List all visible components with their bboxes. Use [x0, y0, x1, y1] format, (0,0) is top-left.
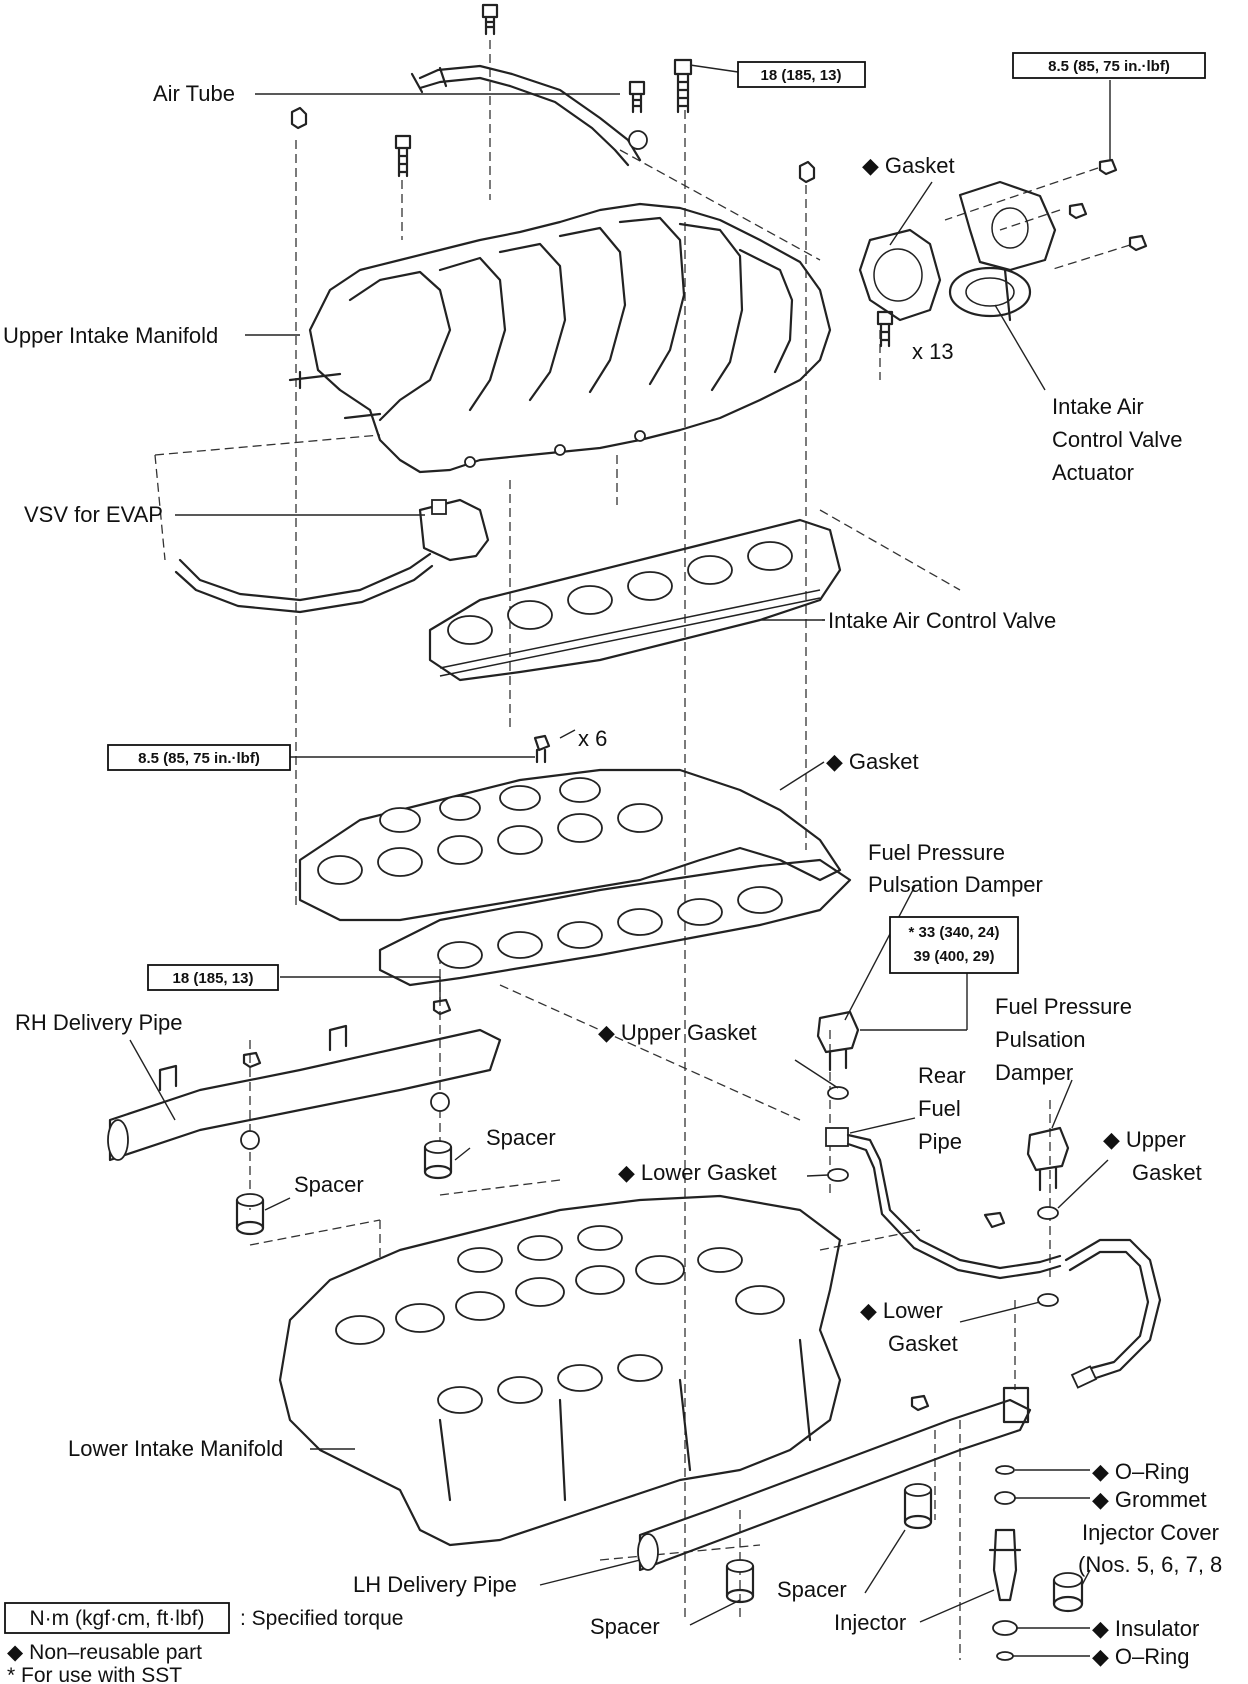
label-spacer-c: Spacer — [777, 1577, 847, 1602]
injector-part — [988, 1528, 1022, 1602]
spacer-rh-b — [235, 1193, 265, 1236]
label-lower-gasket-right-line1: ◆Lower — [860, 1298, 943, 1323]
labels: Air Tube Upper Intake Manifold VSV for E… — [3, 81, 1222, 1669]
label-iacv-actuator-line2: Control Valve — [1052, 427, 1182, 452]
lh-delivery-pipe — [637, 1386, 1032, 1572]
label-lower-intake-manifold: Lower Intake Manifold — [68, 1436, 283, 1461]
torque-box-mid-left: 8.5 (85, 75 in.·lbf) — [107, 744, 291, 771]
label-upper-gasket-left: ◆Upper Gasket — [598, 1020, 757, 1045]
lower-intake-manifold — [278, 1194, 842, 1547]
label-fpd-right-line2: Pulsation — [995, 1027, 1086, 1052]
label-iacv-actuator-line3: Actuator — [1052, 460, 1134, 485]
label-o-ring-bottom: ◆O–Ring — [1092, 1644, 1190, 1669]
alignment-lines — [154, 40, 1131, 1660]
torque-value: 18 (185, 13) — [761, 67, 842, 84]
vsv-for-evap — [174, 498, 490, 614]
torque-box-rh-pipe: 18 (185, 13) — [147, 964, 279, 991]
label-fpd-left-line1: Fuel Pressure — [868, 840, 1005, 865]
injector-cover-part — [1052, 1572, 1084, 1613]
actuator-gasket — [858, 228, 942, 322]
legend-torque-desc: : Specified torque — [240, 1607, 403, 1630]
rh-delivery-pipe — [107, 998, 502, 1162]
rear-fuel-pipe — [825, 1127, 1062, 1280]
leader-lines — [129, 64, 1111, 1657]
label-x6: x 6 — [578, 726, 607, 751]
spacer-lh-c — [725, 1559, 755, 1604]
label-rear-fuel-pipe-line1: Rear — [918, 1063, 966, 1088]
top-bolt — [481, 3, 499, 36]
intake-gasket-lower — [378, 858, 852, 987]
label-lower-gasket-left: ◆Lower Gasket — [618, 1160, 777, 1185]
manifold-stud-bolt — [673, 58, 693, 114]
left-bolt-top — [394, 134, 412, 178]
label-x13: x 13 — [912, 339, 954, 364]
air-tube-bolt — [628, 80, 646, 114]
label-spacer-a: Spacer — [486, 1125, 556, 1150]
label-rh-delivery-pipe: RH Delivery Pipe — [15, 1010, 183, 1035]
insulator-part — [992, 1620, 1018, 1636]
torque-value-line2: 39 (400, 29) — [914, 948, 995, 965]
torque-box-top-right: 8.5 (85, 75 in.·lbf) — [1012, 52, 1206, 79]
right-nut-top — [798, 160, 816, 184]
fuel-pressure-pulsation-damper-right — [1026, 1126, 1162, 1389]
label-vsv-for-evap: VSV for EVAP — [24, 502, 163, 527]
air-tube — [410, 64, 648, 167]
label-upper-intake-manifold: Upper Intake Manifold — [3, 323, 218, 348]
label-fpd-right-line3: Damper — [995, 1060, 1073, 1085]
fuel-pressure-pulsation-damper-left — [816, 1010, 860, 1100]
label-upper-gasket-right-line2: Gasket — [1132, 1160, 1202, 1185]
label-iacv-actuator-line1: Intake Air — [1052, 394, 1144, 419]
torque-box-top-mid: 18 (185, 13) — [737, 61, 866, 88]
torque-value: 8.5 (85, 75 in.·lbf) — [1048, 58, 1170, 75]
label-rear-fuel-pipe-line2: Fuel — [918, 1096, 961, 1121]
label-intake-air-control-valve: Intake Air Control Valve — [828, 608, 1056, 633]
label-spacer-b: Spacer — [294, 1172, 364, 1197]
label-spacer-d: Spacer — [590, 1614, 660, 1639]
label-lower-gasket-right-line2: Gasket — [888, 1331, 958, 1356]
intake-gasket-upper — [298, 768, 842, 922]
left-nut-top — [290, 106, 308, 130]
legend-torque-box — [4, 1602, 230, 1634]
spacer-rh-a — [423, 1140, 453, 1180]
label-injector-cover-line2: (Nos. 5, 6, 7, 8 — [1078, 1552, 1222, 1577]
torque-value: 18 (185, 13) — [173, 970, 254, 987]
x13-bolt — [876, 310, 894, 348]
x6-bolt — [533, 734, 551, 764]
legend-non-reusable: ◆Non–reusable part — [7, 1641, 202, 1664]
label-rear-fuel-pipe-line3: Pipe — [918, 1129, 962, 1154]
label-upper-gasket-right-line1: ◆Upper — [1103, 1127, 1186, 1152]
label-grommet: ◆Grommet — [1092, 1487, 1207, 1512]
label-insulator: ◆Insulator — [1092, 1616, 1199, 1641]
label-o-ring-top: ◆O–Ring — [1092, 1459, 1190, 1484]
label-fpd-right-line1: Fuel Pressure — [995, 994, 1132, 1019]
label-air-tube: Air Tube — [153, 81, 235, 106]
torque-box-damper: * 33 (340, 24) 39 (400, 29) — [889, 916, 1019, 974]
torque-value-line1: * 33 (340, 24) — [909, 924, 1000, 941]
intake-air-control-valve-actuator — [948, 158, 1148, 322]
grommet-part — [994, 1491, 1016, 1505]
legend-torque-unit: N·m (kgf·cm, ft·lbf) — [30, 1607, 205, 1630]
label-fpd-left-line2: Pulsation Damper — [868, 872, 1043, 897]
legend: N·m (kgf·cm, ft·lbf) : Specified torque … — [4, 1602, 403, 1684]
upper-intake-manifold — [288, 202, 832, 474]
label-gasket-top: ◆Gasket — [862, 153, 955, 178]
spacer-lh-d — [903, 1483, 933, 1530]
label-lh-delivery-pipe: LH Delivery Pipe — [353, 1572, 517, 1597]
label-injector-cover-line1: Injector Cover — [1082, 1520, 1219, 1545]
o-ring-bottom-part — [996, 1651, 1014, 1661]
label-injector: Injector — [834, 1610, 906, 1635]
intake-air-control-valve — [428, 518, 842, 682]
legend-sst: * For use with SST — [7, 1664, 182, 1684]
o-ring-top-part — [995, 1465, 1015, 1475]
label-gasket-mid: ◆Gasket — [826, 749, 919, 774]
torque-value: 8.5 (85, 75 in.·lbf) — [138, 750, 260, 767]
